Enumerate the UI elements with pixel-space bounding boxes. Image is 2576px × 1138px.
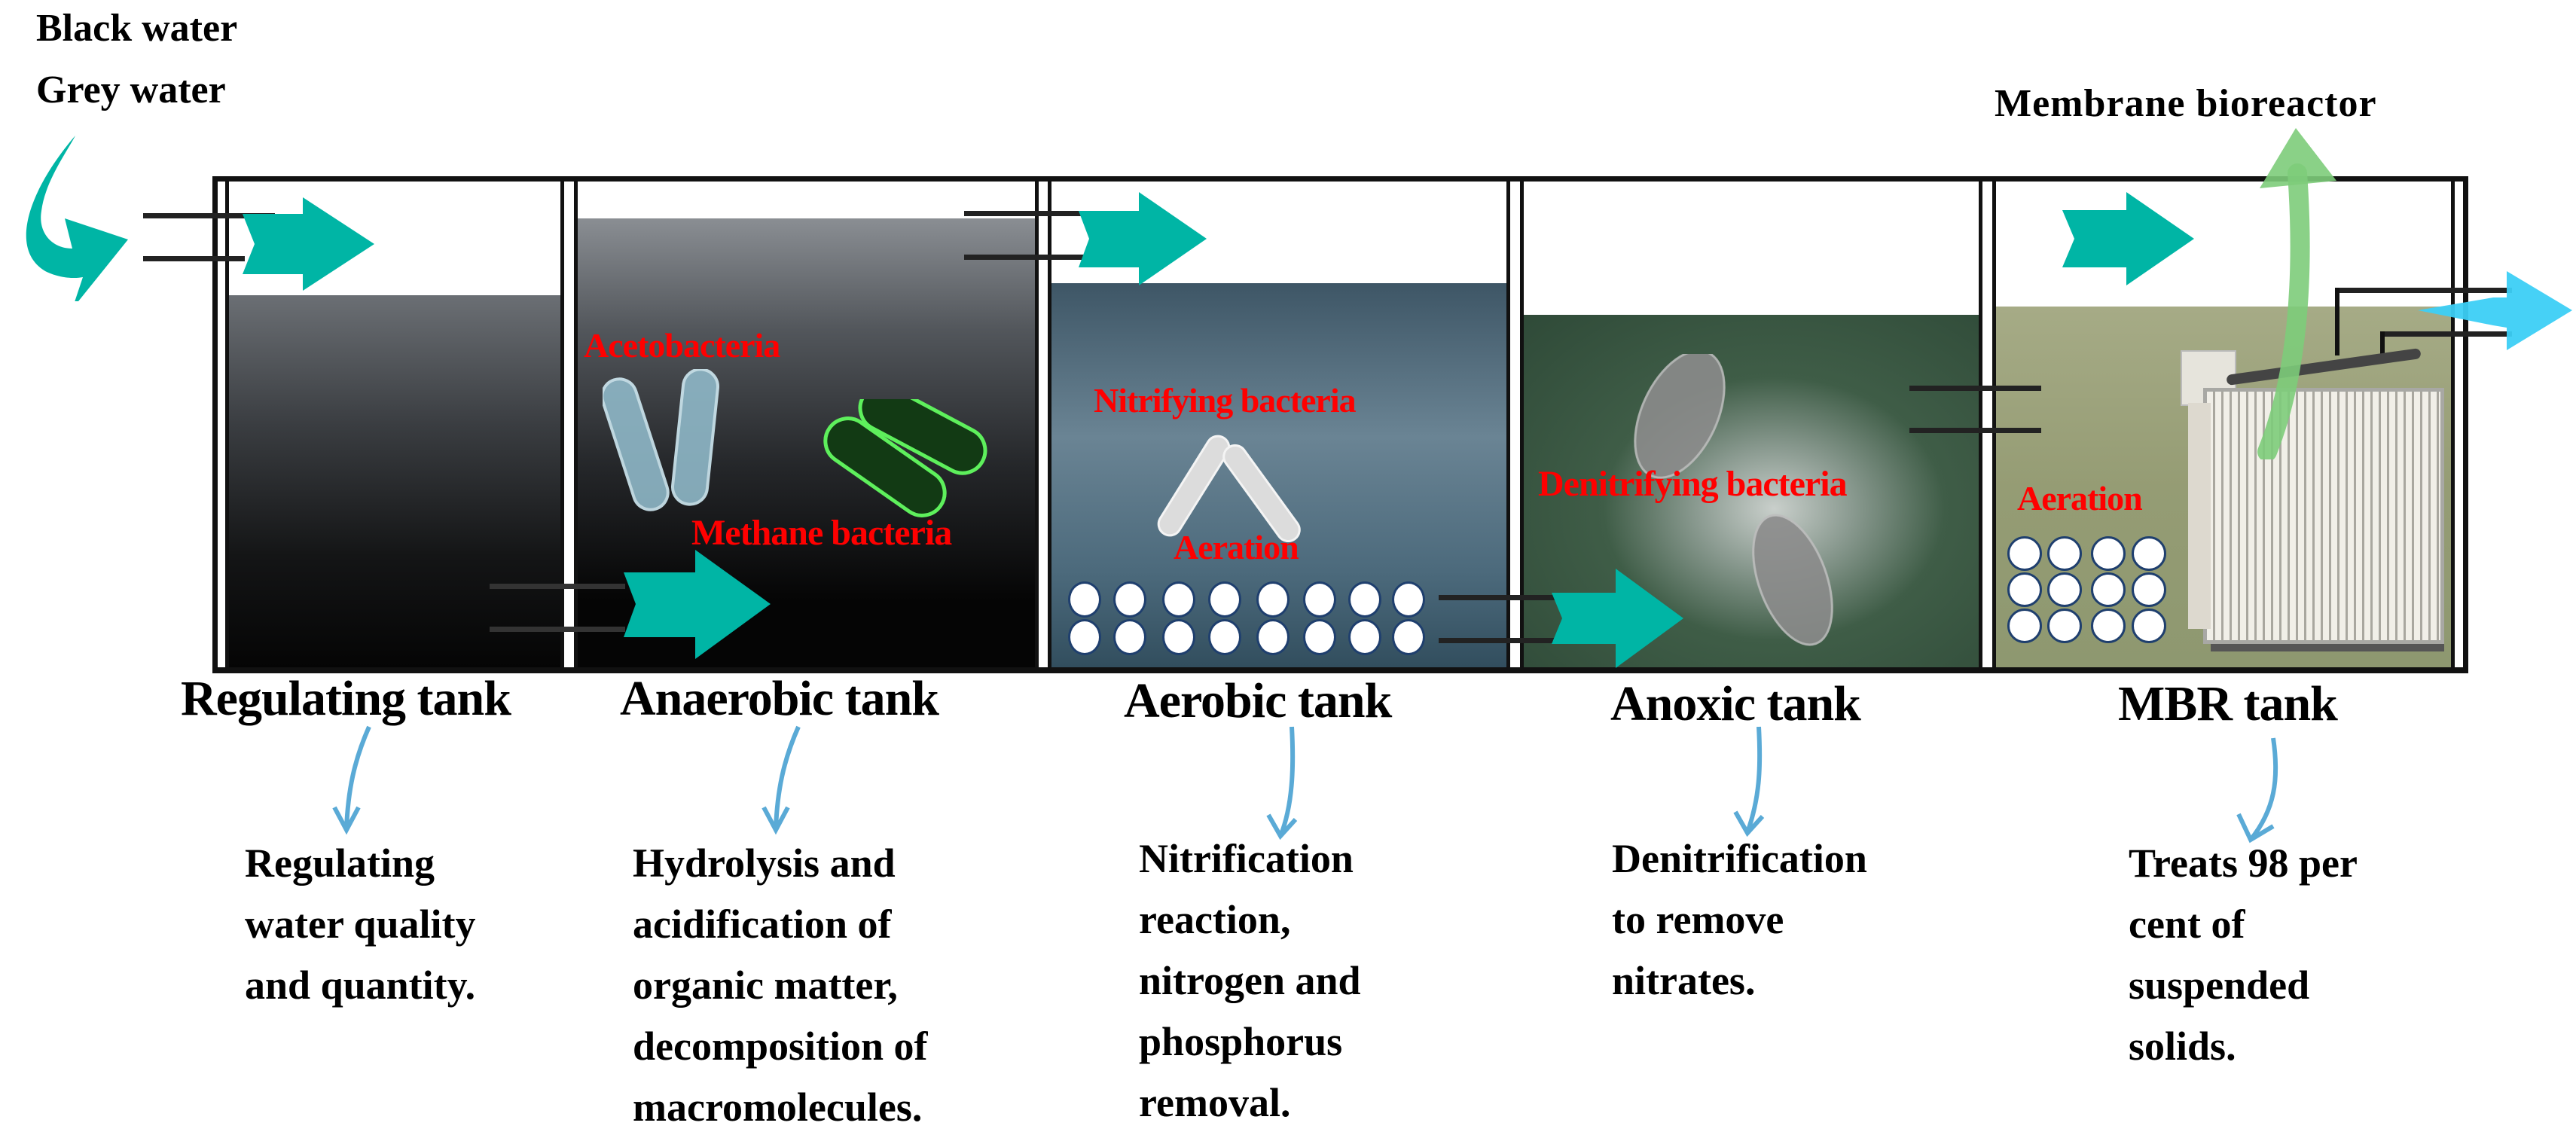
pipe-3-4-top <box>1439 595 1567 600</box>
bacteria-label-methane: Methane bacteria <box>691 513 952 553</box>
pipe-4-5-bottom <box>1909 428 2041 433</box>
pipe-1-2-top <box>490 584 625 589</box>
wall-left-inner <box>225 181 229 670</box>
bacteria-label-acetobacteria: Acetobacteria <box>584 326 780 365</box>
annotation-arrow-icon-anaerobic <box>762 725 801 835</box>
inlet-label-black-water: Black water <box>36 7 238 50</box>
annotation-arrow-icon-regulating <box>332 725 371 835</box>
acetobacteria-icon <box>603 369 720 511</box>
pipe-3-4-bottom <box>1439 638 1567 643</box>
annotation-arrow-icon-mbr <box>2236 737 2278 844</box>
annotation-arrow-icon-anoxic <box>1733 726 1765 837</box>
annotation-arrow-icon-aerobic <box>1266 726 1298 841</box>
flow-arrow-icon-aerobic <box>1079 192 1207 285</box>
pipe-2-3-bottom <box>964 255 1100 260</box>
pipe-4-5-top <box>1909 386 2041 391</box>
inlet-pipe-bottom <box>143 256 245 261</box>
methane-bacteria-icon <box>823 399 987 517</box>
divider-4b <box>1992 181 1996 670</box>
flow-arrow-icon-anoxic <box>1552 569 1683 668</box>
divider-4a <box>1979 181 1982 670</box>
flow-arrow-icon-anaerobic <box>624 550 771 659</box>
description-anoxic: Denitrification to remove nitrates. <box>1612 836 1867 1003</box>
wall-right-outer <box>2463 176 2468 673</box>
frame-top-border <box>212 176 2468 182</box>
denitrifying-bacteria-icon <box>1634 354 1833 646</box>
bacteria-label-nitrifying: Nitrifying bacteria <box>1094 381 1357 420</box>
tank-label-anaerobic: Anaerobic tank <box>620 671 939 726</box>
aeration-label-aerobic: Aeration <box>1174 528 1299 566</box>
description-aerobic: Nitrification reaction, nitrogen and pho… <box>1139 836 1361 1125</box>
tank-label-regulating: Regulating tank <box>181 671 511 726</box>
frame-bottom-border <box>212 667 2468 673</box>
divider-2b <box>1048 181 1051 670</box>
outlet-arrow-icon <box>2418 271 2572 350</box>
inlet-label-grey-water: Grey water <box>36 69 226 111</box>
description-mbr: Treats 98 per cent of suspended solids. <box>2129 841 2358 1069</box>
wall-right-inner <box>2451 181 2455 670</box>
description-regulating: Regulating water quality and quantity. <box>245 841 476 1008</box>
divider-3a <box>1506 181 1510 670</box>
divider-2a <box>1035 181 1039 670</box>
aeration-label-mbr: Aeration <box>2017 479 2143 517</box>
bacteria-label-denitrifying: Denitrifying bacteria <box>1538 464 1848 504</box>
wall-left-outer <box>212 176 218 673</box>
divider-1b <box>574 181 578 670</box>
membrane-upward-arrow-icon <box>2257 128 2336 459</box>
flow-arrow-icon-regulating <box>243 197 374 291</box>
outlet-pipe-bottom <box>2380 331 2512 337</box>
divider-3b <box>1520 181 1524 670</box>
outlet-pipe-bottom-riser <box>2380 331 2385 362</box>
nitrifying-bacteria-icon <box>1157 435 1301 542</box>
tank-label-anoxic: Anoxic tank <box>1610 676 1861 731</box>
membrane-module-icon <box>2181 335 2452 651</box>
outlet-pipe-top <box>2335 288 2512 293</box>
tank-label-mbr: MBR tank <box>2118 676 2338 731</box>
flow-arrow-icon-mbr <box>2062 192 2194 285</box>
outlet-pipe-top-riser <box>2335 288 2339 355</box>
divider-1a <box>560 181 564 670</box>
tank-label-aerobic: Aerobic tank <box>1124 673 1392 728</box>
mbr-header-label: Membrane bioreactor <box>1995 82 2377 125</box>
description-anaerobic: Hydrolysis and acidification of organic … <box>633 841 928 1130</box>
pipe-1-2-bottom <box>490 627 625 632</box>
inlet-curved-arrow-icon <box>26 136 128 301</box>
pipe-2-3-top <box>964 211 1100 216</box>
regulating-tank-water <box>228 295 561 667</box>
inlet-pipe-top <box>143 213 275 218</box>
